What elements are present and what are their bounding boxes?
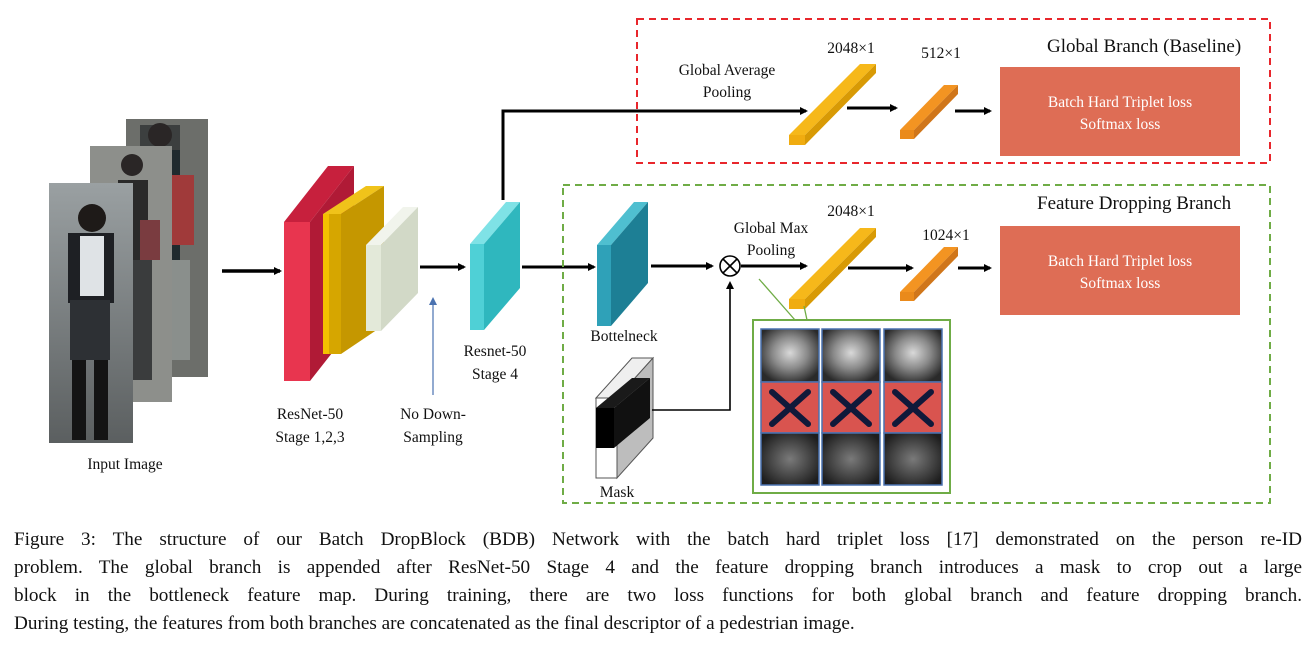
feature-map-3-top	[883, 328, 943, 383]
no-downsampling-label-1: No Down-	[400, 406, 466, 423]
caption-line-2: problem. The global branch is appended a…	[14, 557, 1302, 578]
global-loss-label-2: Softmax loss	[1080, 116, 1161, 133]
callout-line-left	[758, 278, 796, 321]
global-avg-pooling-label-1: Global Average	[679, 62, 776, 79]
drop-x-icon-2	[830, 389, 872, 427]
resnet-stage4-label-2: Stage 4	[472, 366, 518, 383]
dropping-branch-dim-1: 2048×1	[827, 203, 875, 220]
dropping-loss-label-2: Softmax loss	[1080, 275, 1161, 292]
dropping-feature-vector-2048	[789, 228, 876, 309]
caption-line-1: Figure 3: The structure of our Batch Dro…	[14, 529, 1302, 550]
resnet-stage123-label-2: Stage 1,2,3	[275, 429, 345, 446]
bottleneck-block	[597, 202, 648, 326]
input-image-stack	[49, 119, 208, 443]
no-downsampling-label-2: Sampling	[403, 429, 463, 446]
global-feature-vector-512	[900, 85, 958, 139]
caption-line-3: block in the bottleneck feature map. Dur…	[14, 585, 1302, 606]
input-image-label: Input Image	[87, 456, 162, 473]
global-branch-frame	[636, 18, 1271, 164]
bdb-network-diagram: Input Image ResNet-50 Stage 1,2,3 No Dow…	[49, 18, 1271, 504]
dropping-loss-box	[1000, 226, 1240, 315]
feature-dropping-branch-title: Feature Dropping Branch	[1037, 193, 1232, 214]
dropped-feature-map-illustration	[752, 319, 951, 494]
global-branch-dim-2: 512×1	[921, 45, 961, 62]
global-loss-box	[1000, 67, 1240, 156]
global-branch-dim-1: 2048×1	[827, 40, 875, 57]
figure-caption: Figure 3: The structure of our Batch Dro…	[14, 526, 1302, 638]
global-loss-label-1: Batch Hard Triplet loss	[1048, 94, 1192, 111]
resnet-stage123-block	[284, 166, 418, 381]
dropping-loss-label-1: Batch Hard Triplet loss	[1048, 253, 1192, 270]
dropping-branch-dim-2: 1024×1	[922, 227, 970, 244]
multiply-operator-icon	[719, 255, 741, 277]
drop-x-icon-3	[892, 389, 934, 427]
global-max-pooling-label-1: Global Max	[734, 220, 809, 237]
global-branch-title: Global Branch (Baseline)	[1047, 36, 1241, 57]
feature-dropping-branch-frame	[562, 184, 1271, 504]
feature-map-2-bottom	[821, 432, 881, 486]
global-feature-vector-2048	[789, 64, 876, 145]
resnet-stage4-block	[470, 202, 520, 330]
mask-label: Mask	[600, 484, 635, 501]
caption-line-4: During testing, the features from both b…	[14, 613, 855, 634]
mask-block	[594, 356, 655, 480]
feature-map-1-bottom	[760, 432, 820, 486]
feature-map-2-top	[821, 328, 881, 383]
resnet-stage4-label-1: Resnet-50	[464, 343, 527, 360]
dropping-feature-vector-1024	[900, 247, 958, 301]
global-avg-pooling-label-2: Pooling	[703, 84, 751, 101]
arrow-stage4-to-global-branch	[501, 107, 808, 200]
bottleneck-label: Bottelneck	[590, 328, 657, 345]
arrow-mask-to-multiply	[652, 281, 734, 411]
feature-map-1-top	[760, 328, 820, 383]
feature-map-3-bottom	[883, 432, 943, 486]
resnet-stage123-label-1: ResNet-50	[277, 406, 344, 423]
drop-x-icon-1	[769, 389, 811, 427]
input-image-front	[49, 183, 133, 443]
callout-line-right	[803, 305, 808, 321]
stage-3-slab	[366, 207, 418, 331]
global-max-pooling-label-2: Pooling	[747, 242, 795, 259]
